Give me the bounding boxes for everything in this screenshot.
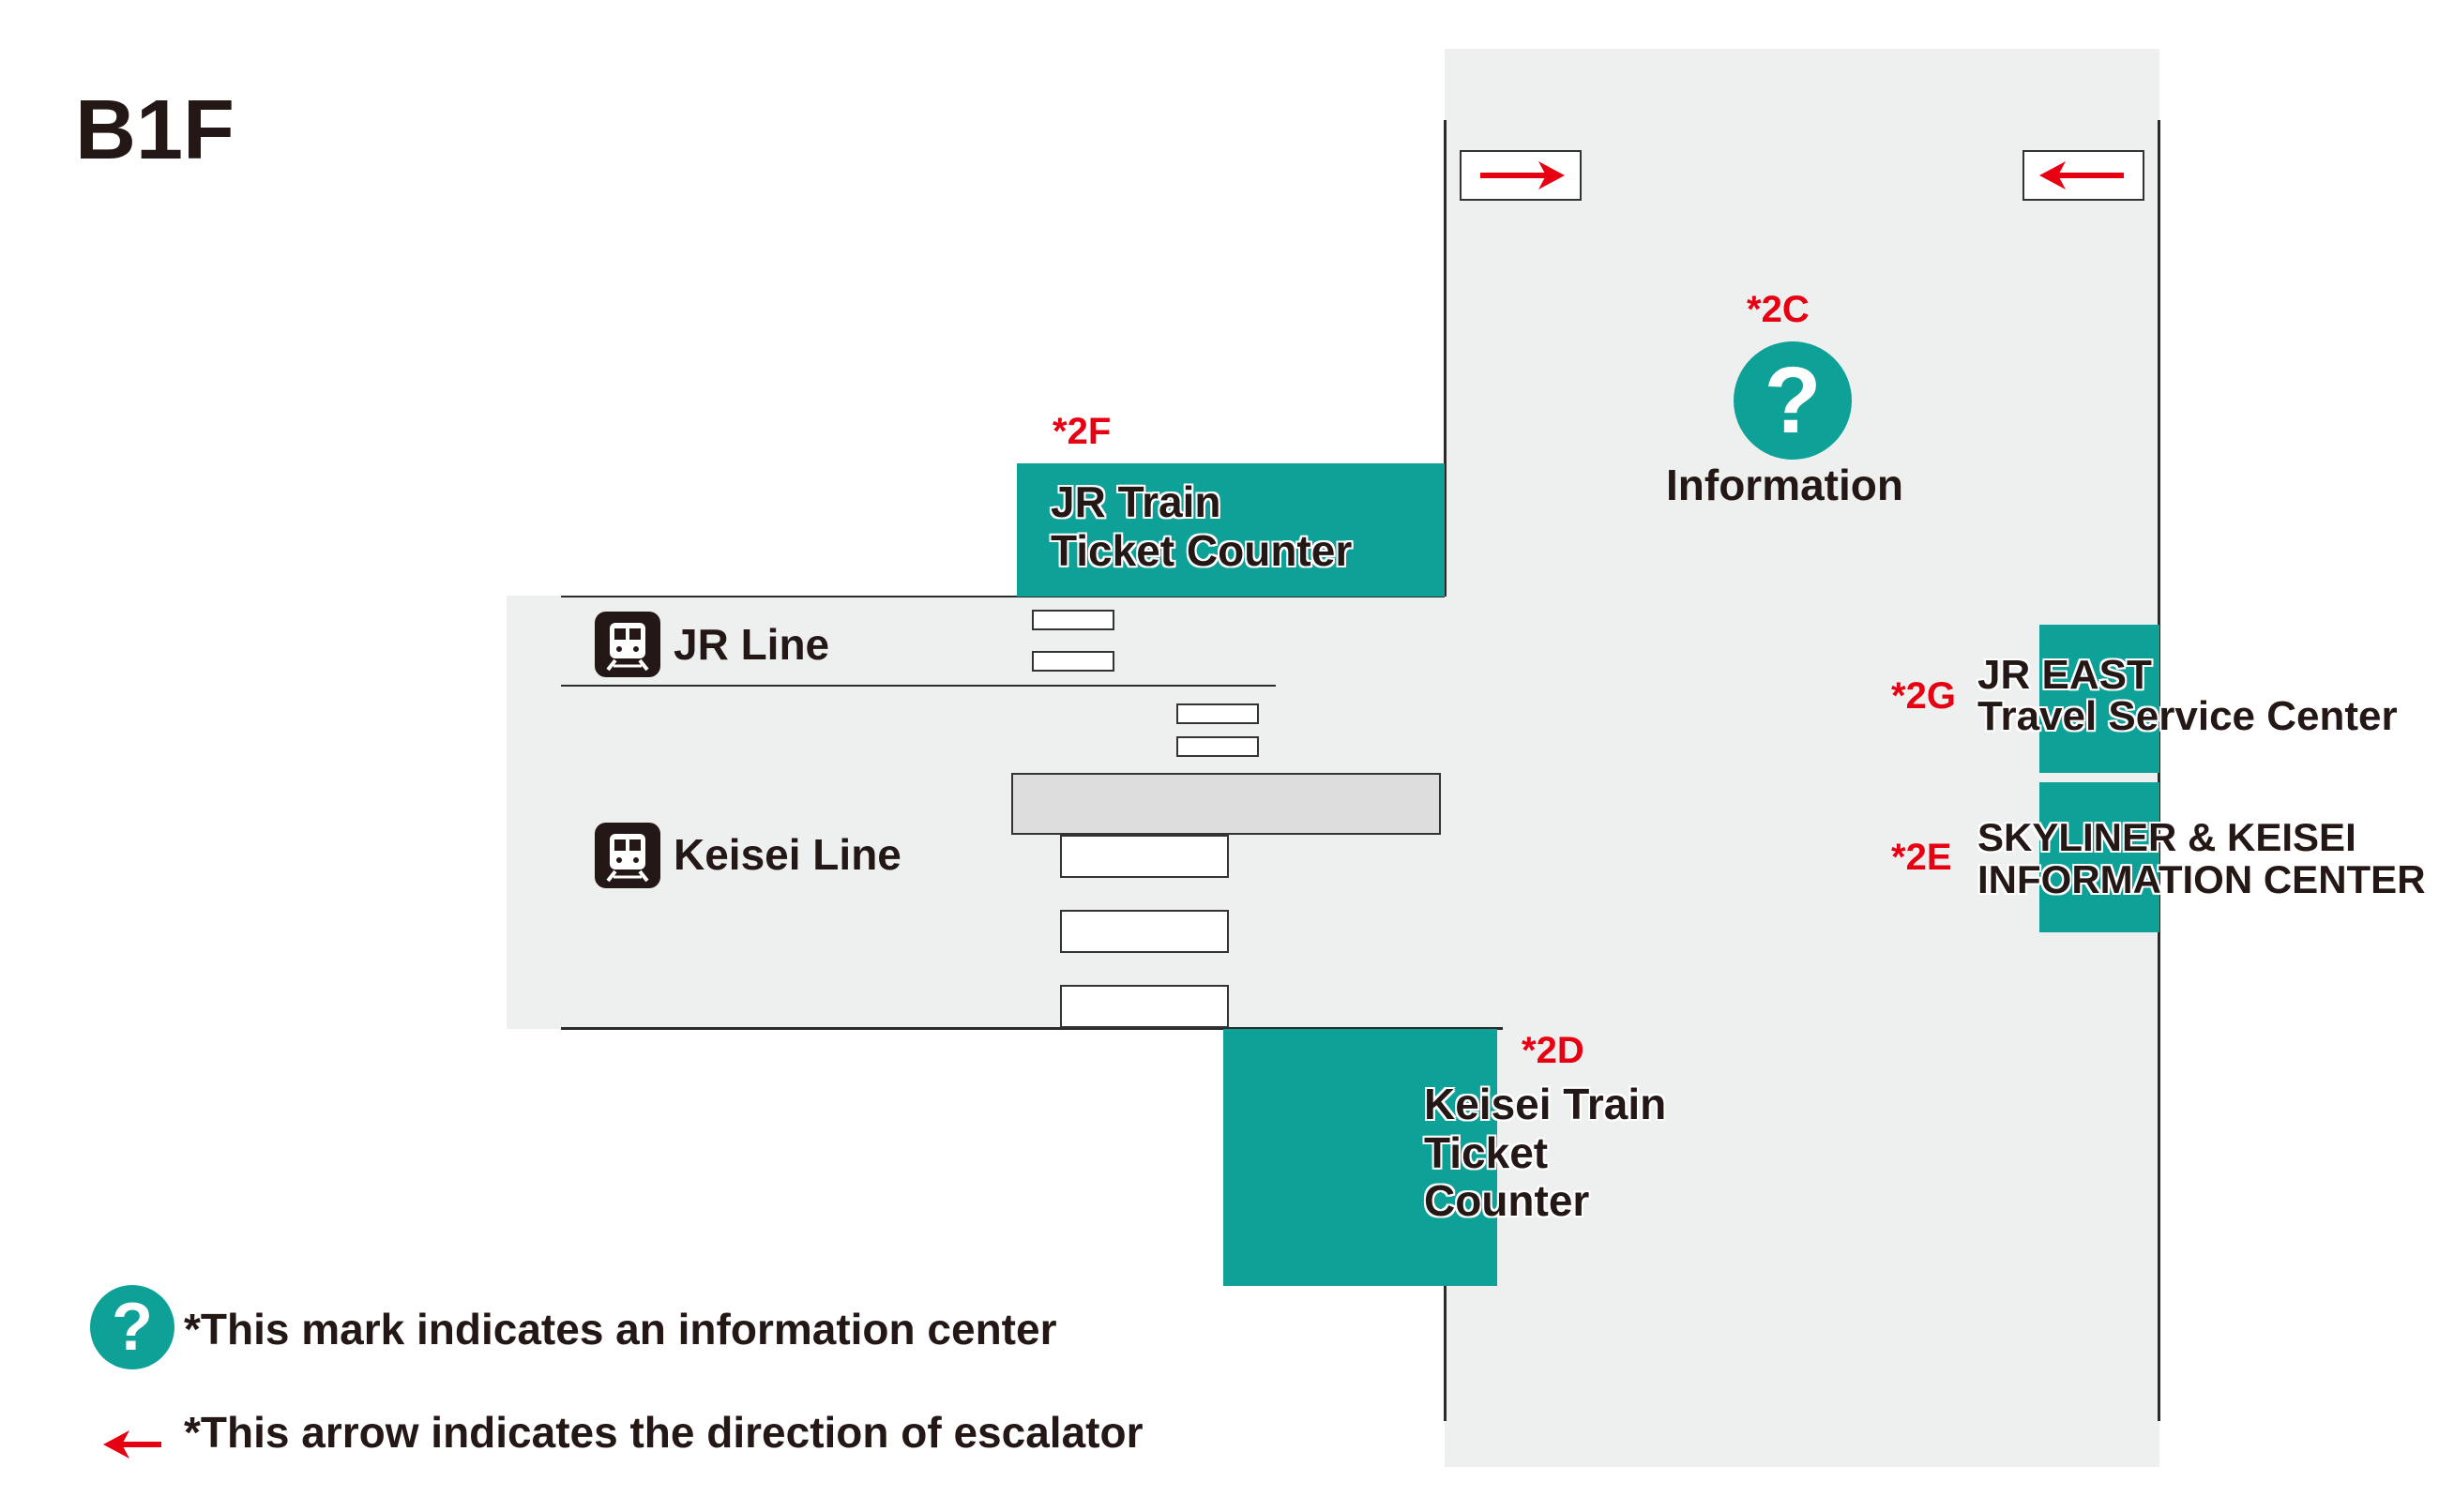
jr-gate-2 xyxy=(1032,651,1114,672)
jr-east-2g-code: *2G xyxy=(1891,675,1956,717)
skyliner-2e-code: *2E xyxy=(1891,837,1952,878)
keisei-gate-small-1 xyxy=(1176,703,1259,724)
jr-ticket-label: JR Train Ticket Counter xyxy=(1051,477,1353,575)
keisei-line-label: Keisei Line xyxy=(674,830,901,879)
jr-east-label: JR EAST Travel Service Center xyxy=(1977,655,2398,737)
platform-bottom-wall xyxy=(561,1027,1503,1030)
jr-gate-1 xyxy=(1032,610,1114,630)
keisei-ticket-2d-code: *2D xyxy=(1522,1030,1584,1071)
jr-ticket-counter[interactable] xyxy=(1017,463,1445,597)
jr-line-train-icon xyxy=(595,612,660,677)
escalator-left xyxy=(2022,150,2144,201)
keisei-ticket-label-line2: Ticket xyxy=(1424,1127,1549,1177)
floor-title: B1F xyxy=(75,83,235,177)
platform-divider xyxy=(561,685,1276,687)
info-2c-code: *2C xyxy=(1747,289,1810,330)
skyliner-label-line2: INFORMATION CENTER xyxy=(1977,857,2426,902)
keisei-ticket-label-line3: Counter xyxy=(1424,1176,1590,1226)
info-2c-icon[interactable]: ? xyxy=(1734,341,1852,460)
skyliner-label-line1: SKYLINER & KEISEI xyxy=(1977,815,2356,859)
jr-ticket-label-line2: Ticket Counter xyxy=(1051,525,1353,575)
jr-east-label-line1: JR EAST xyxy=(1977,652,2152,698)
keisei-ticket-counter[interactable] xyxy=(1223,1029,1497,1286)
legend-info-icon: ? xyxy=(90,1285,174,1369)
keisei-ticket-label: Keisei Train Ticket Counter xyxy=(1424,1080,1667,1226)
jr-east-travel-center[interactable] xyxy=(2039,625,2159,773)
jr-east-label-line2: Travel Service Center xyxy=(1977,693,2398,739)
concourse-left-wall-upper xyxy=(1444,120,1447,597)
legend-arrow-text: *This arrow indicates the direction of e… xyxy=(184,1408,1144,1457)
question-mark-icon: ? xyxy=(112,1290,153,1365)
jr-ticket-label-line1: JR Train xyxy=(1051,477,1221,526)
train-icon xyxy=(606,834,649,883)
escalator-arrow-left-icon xyxy=(2039,161,2124,189)
jr-ticket-2f-code: *2F xyxy=(1053,411,1112,452)
skyliner-keisei-info-center[interactable] xyxy=(2039,782,2159,932)
train-icon xyxy=(606,623,649,672)
keisei-line-train-icon xyxy=(595,823,660,888)
keisei-ticket-label-line1: Keisei Train xyxy=(1424,1080,1667,1128)
info-2c-label: Information xyxy=(1666,461,1903,509)
platform-top-wall xyxy=(561,596,1445,597)
escalator-right xyxy=(1460,150,1582,201)
legend-info-text: *This mark indicates an information cent… xyxy=(184,1305,1057,1353)
keisei-gate-bank xyxy=(1011,773,1441,835)
keisei-gate-1 xyxy=(1060,835,1229,878)
escalator-arrow-right-icon xyxy=(1480,161,1565,189)
legend-arrow-icon xyxy=(103,1430,161,1459)
question-mark-icon: ? xyxy=(1764,348,1822,453)
keisei-gate-3 xyxy=(1060,985,1229,1028)
keisei-gate-2 xyxy=(1060,910,1229,953)
keisei-gate-small-2 xyxy=(1176,736,1259,757)
skyliner-label: SKYLINER & KEISEI INFORMATION CENTER xyxy=(1977,816,2426,901)
jr-line-label: JR Line xyxy=(674,620,830,669)
